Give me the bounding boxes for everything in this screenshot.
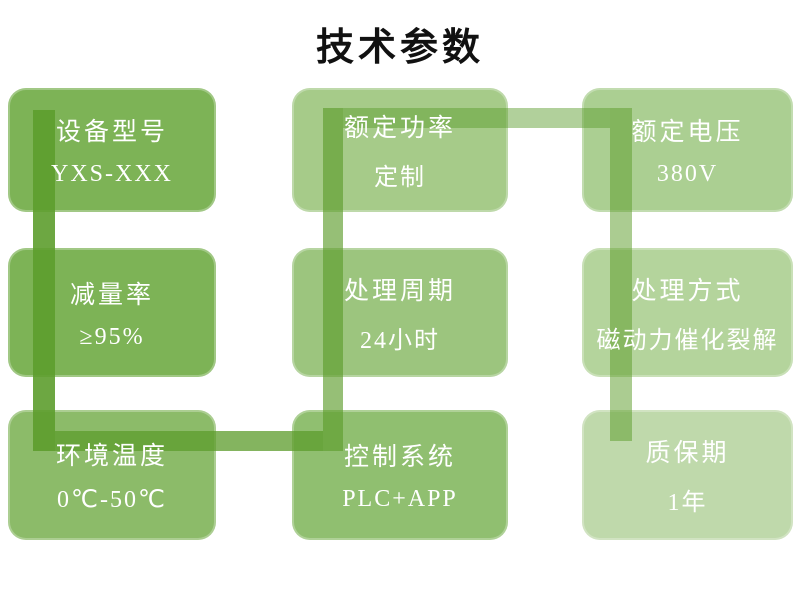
connector-right-vertical: [610, 108, 632, 441]
box-label: 减量率: [69, 281, 154, 309]
box-value: 1年: [667, 490, 708, 516]
box-value: 定制: [374, 165, 426, 191]
box-value: 磁动力催化裂解: [596, 327, 779, 354]
connector-left-vertical: [33, 110, 55, 451]
box-value: PLC+APP: [342, 486, 458, 512]
box-value: ≥95%: [79, 323, 145, 350]
box-label: 处理方式: [631, 277, 744, 305]
box-value: 24小时: [360, 327, 440, 354]
page-title: 技术参数: [315, 27, 484, 69]
box-value: 380V: [656, 161, 719, 187]
box-label: 环境温度: [55, 443, 168, 470]
connector-middle-vertical: [323, 108, 343, 451]
box-value: 0℃-50℃: [57, 487, 167, 513]
box-label: 额定功率: [343, 115, 456, 142]
box-label: 设备型号: [55, 119, 168, 146]
connector-top-horizontal: [343, 108, 610, 128]
box-value: YXS-XXX: [51, 161, 173, 187]
box-label: 额定电压: [631, 119, 744, 146]
box-label: 处理周期: [343, 277, 456, 305]
connector-bottom-horizontal: [55, 431, 323, 451]
box-label: 控制系统: [343, 444, 456, 471]
box-label: 质保期: [645, 440, 730, 467]
